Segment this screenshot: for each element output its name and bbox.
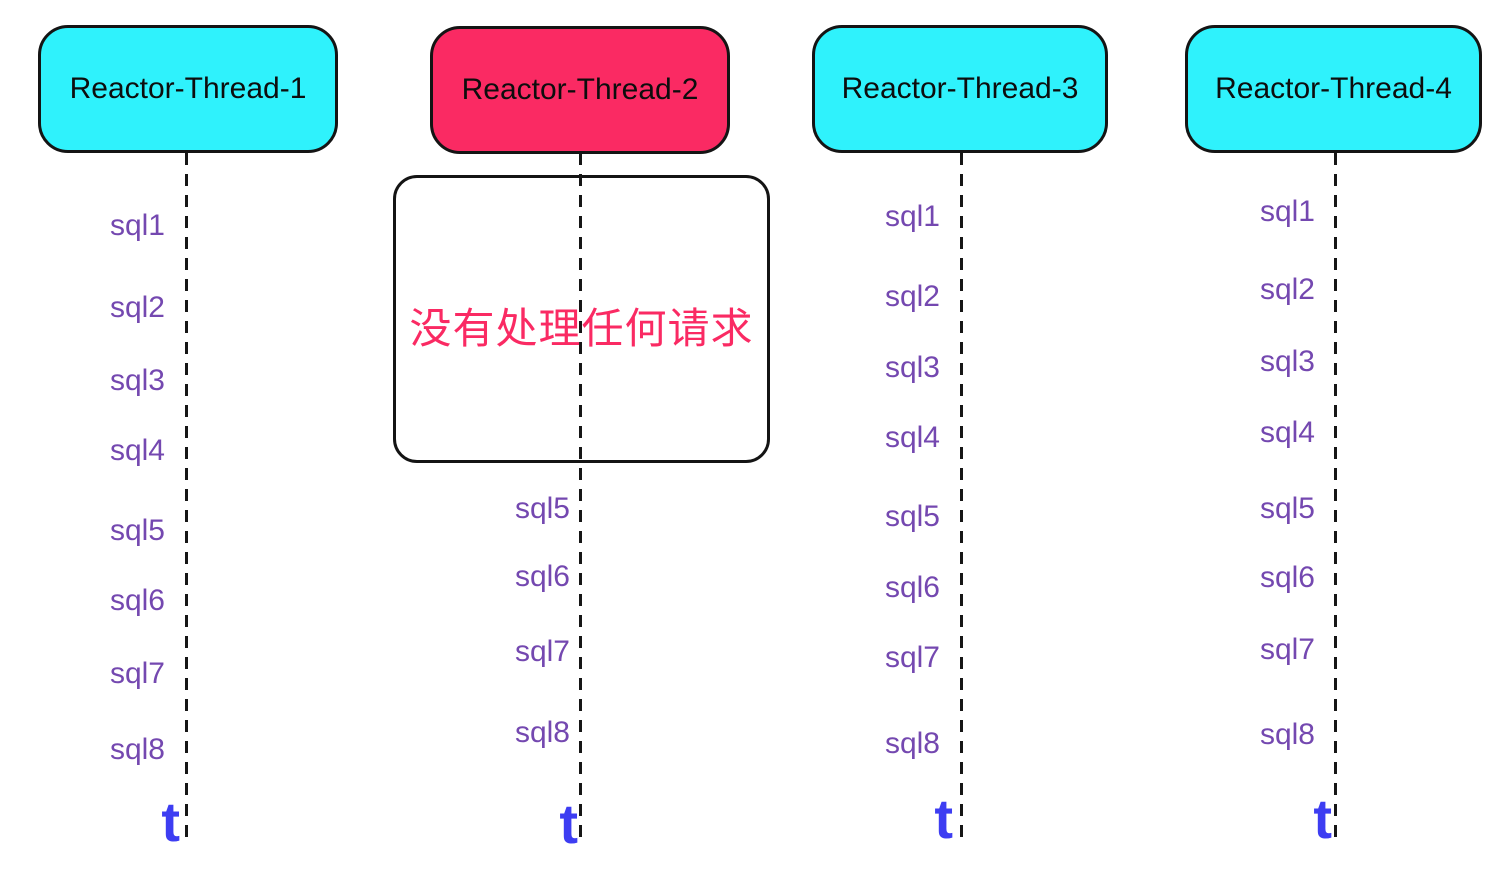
timeline-thread-4	[1334, 153, 1337, 840]
event-label: sql4	[884, 421, 940, 454]
event-label: sql2	[1259, 273, 1315, 306]
event-label: sql3	[109, 364, 165, 397]
event-label: sql1	[1259, 195, 1315, 228]
event-label: sql3	[1259, 345, 1315, 378]
time-axis-label-1: t	[161, 790, 180, 853]
event-label: sql4	[1259, 416, 1315, 449]
event-label: sql6	[109, 584, 165, 617]
timeline-thread-2	[579, 153, 582, 840]
event-label: sql6	[884, 571, 940, 604]
event-label: sql7	[1259, 633, 1315, 666]
thread-4-header-label: Reactor-Thread-4	[1215, 72, 1452, 105]
thread-2-header-label: Reactor-Thread-2	[461, 73, 699, 106]
time-axis-label-3: t	[934, 787, 953, 850]
event-label: sql6	[1259, 561, 1315, 594]
time-axis-label-4: t	[1313, 787, 1332, 850]
event-label: sql5	[884, 500, 940, 533]
event-label: sql8	[109, 733, 165, 766]
event-label: sql4	[109, 434, 165, 467]
event-label: sql2	[109, 291, 165, 324]
thread-1-header-box: Reactor-Thread-1	[38, 25, 338, 153]
thread-2-idle-note-box: 没有处理任何请求	[393, 175, 770, 463]
thread-2-idle-note-text: 没有处理任何请求	[409, 304, 754, 352]
event-label: sql1	[109, 209, 165, 242]
event-label: sql5	[514, 492, 570, 525]
event-label: sql7	[884, 641, 940, 674]
thread-1-header-label: Reactor-Thread-1	[69, 72, 307, 105]
event-label: sql3	[884, 351, 940, 384]
timeline-thread-3	[960, 153, 963, 840]
event-label: sql2	[884, 280, 940, 313]
event-label: sql1	[884, 200, 940, 233]
thread-2-header-box: Reactor-Thread-2	[430, 26, 730, 154]
event-label: sql8	[1259, 718, 1315, 751]
thread-3-header-label: Reactor-Thread-3	[841, 72, 1079, 105]
event-label: sql7	[109, 657, 165, 690]
timeline-thread-1	[185, 153, 188, 840]
event-label: sql5	[109, 514, 165, 547]
thread-3-header-box: Reactor-Thread-3	[812, 25, 1108, 153]
event-label: sql8	[884, 727, 940, 760]
event-label: sql7	[514, 635, 570, 668]
time-axis-label-2: t	[559, 792, 578, 855]
thread-4-header-box: Reactor-Thread-4	[1185, 25, 1482, 153]
event-label: sql6	[514, 560, 570, 593]
event-label: sql5	[1259, 492, 1315, 525]
event-label: sql8	[514, 716, 570, 749]
